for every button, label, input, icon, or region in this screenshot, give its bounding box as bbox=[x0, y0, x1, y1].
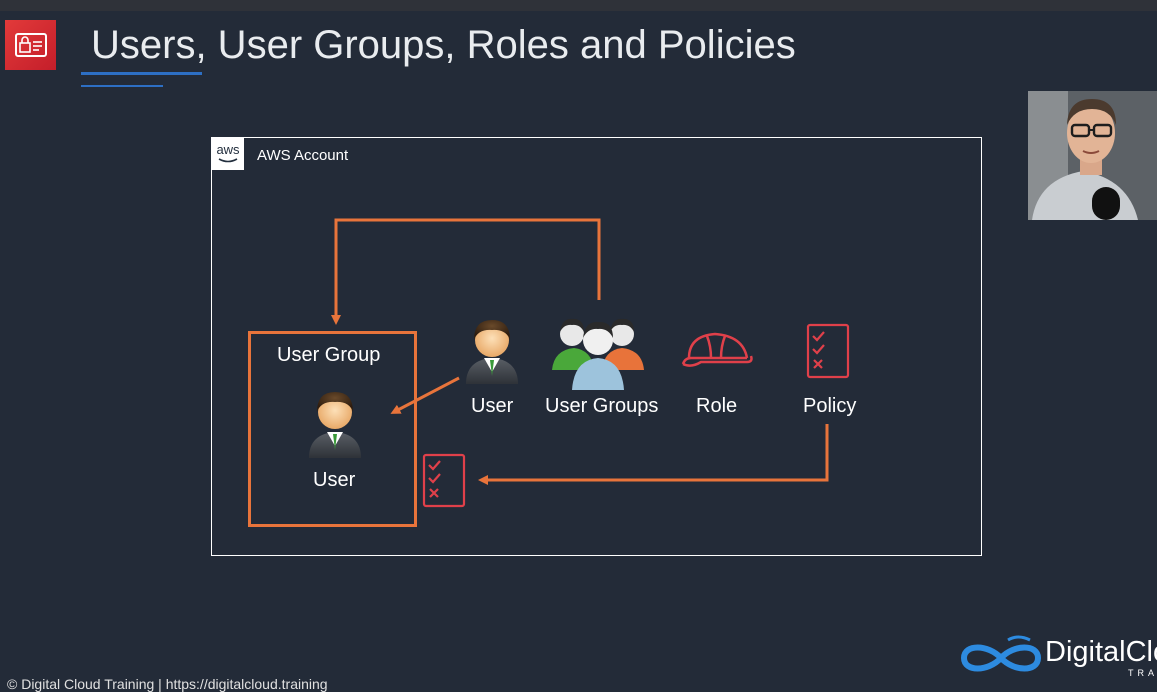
group-member-user-icon bbox=[309, 392, 361, 458]
footer-copyright: © Digital Cloud Training | https://digit… bbox=[7, 676, 328, 692]
top-bar bbox=[0, 0, 1157, 11]
policy-to-group-connector bbox=[478, 424, 829, 485]
infinity-cloud-icon bbox=[960, 635, 1042, 672]
brand-name: DigitalClo bbox=[1045, 636, 1157, 668]
user-to-group-arrow bbox=[390, 376, 460, 414]
aws-logo-text: aws bbox=[216, 142, 240, 157]
user-group-box bbox=[248, 331, 417, 527]
user-groups-icon bbox=[552, 318, 644, 390]
user-group-title: User Group bbox=[277, 344, 381, 366]
role-hard-hat-icon bbox=[681, 332, 753, 367]
user-icon bbox=[466, 320, 518, 384]
brand-subtitle: TRA bbox=[1128, 668, 1157, 678]
aws-account-boundary bbox=[211, 137, 982, 556]
aws-account-label: AWS Account bbox=[257, 147, 349, 164]
presenter-webcam bbox=[1028, 91, 1157, 220]
digital-cloud-training-logo: DigitalClo TRA bbox=[958, 630, 1157, 680]
identity-card-icon bbox=[5, 20, 56, 70]
user-groups-label: User Groups bbox=[545, 395, 659, 417]
user-label: User bbox=[471, 395, 514, 417]
aws-logo-icon: aws bbox=[212, 138, 244, 170]
slide-title: Users, User Groups, Roles and Policies bbox=[91, 23, 796, 67]
title-underline bbox=[81, 72, 202, 75]
title-underline-short bbox=[81, 85, 163, 87]
attached-policy-checklist-icon bbox=[422, 453, 466, 508]
policy-checklist-icon bbox=[806, 323, 850, 379]
role-label: Role bbox=[696, 395, 738, 417]
groups-to-box-connector bbox=[331, 218, 601, 325]
policy-label: Policy bbox=[803, 395, 857, 417]
group-member-user-label: User bbox=[313, 469, 356, 491]
